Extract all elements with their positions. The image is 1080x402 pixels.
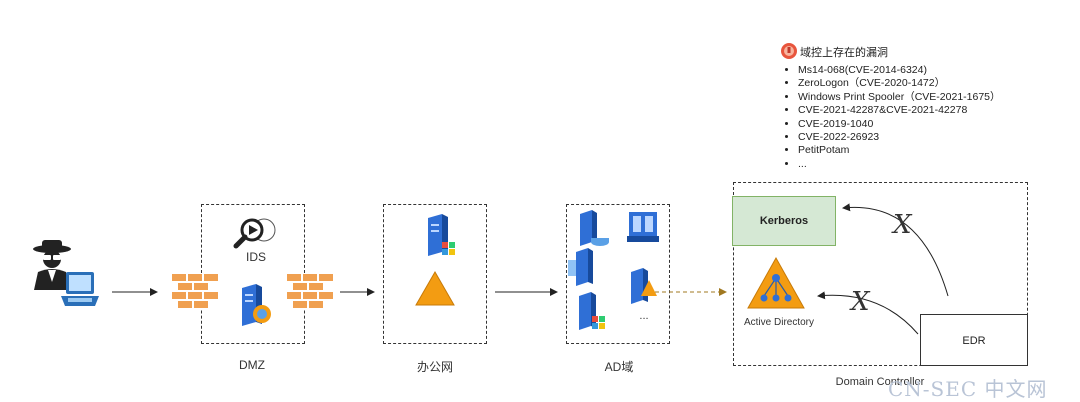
- firewall-icon-left: [172, 274, 218, 310]
- vulnerability-item: CVE-2022-26923: [798, 131, 1001, 144]
- vulnerability-icon: [781, 43, 797, 59]
- ad-cluster-icon: [627, 212, 659, 242]
- vulnerability-item: PetitPotam: [798, 144, 1001, 157]
- office-server-icon: [428, 214, 455, 256]
- office-ad-triangle-icon: [415, 270, 455, 306]
- firewall-icon-right: [287, 274, 333, 310]
- dmz-label: DMZ: [239, 358, 265, 372]
- ad-windows-server-icon: [579, 292, 605, 330]
- arrow-edr-to-active-directory: [817, 291, 919, 335]
- active-directory-label: Active Directory: [743, 317, 814, 328]
- ad-domain-zone: [566, 204, 670, 344]
- vulnerability-item: CVE-2019-1040: [798, 118, 1001, 131]
- vulnerability-item: ...: [798, 158, 1001, 171]
- ad-server-icon-2: [568, 248, 593, 286]
- vulnerability-item: ZeroLogon（CVE-2020-1472）: [798, 77, 1001, 90]
- office-label: 办公网: [416, 360, 453, 374]
- office-zone: [383, 204, 487, 344]
- blocked-mark-kerberos: X: [893, 210, 912, 240]
- laptop-icon: [61, 272, 99, 306]
- watermark: CN-SEC 中文网: [888, 377, 1048, 401]
- edr-node: EDR: [920, 314, 1028, 366]
- ad-ellipsis-label: ...: [639, 310, 649, 322]
- vulnerability-item: Windows Print Spooler（CVE-2021-1675）: [798, 91, 1001, 104]
- dmz-server-icon: [242, 284, 271, 326]
- ad-domain-label: AD域: [604, 360, 634, 374]
- domain-controller-zone: [733, 182, 1028, 366]
- vulnerability-item: CVE-2021-42287&CVE-2021-42278: [798, 104, 1001, 117]
- vulnerability-list: Ms14-068(CVE-2014-6324) ZeroLogon（CVE-20…: [786, 64, 1001, 171]
- active-directory-icon: [747, 256, 805, 309]
- ids-label: IDS: [245, 250, 266, 264]
- domain-controller-label: Domain Controller: [835, 376, 925, 388]
- kerberos-node: Kerberos: [732, 196, 836, 246]
- arrow-edr-to-kerberos: [842, 203, 949, 297]
- vulnerability-title: 域控上存在的漏洞: [800, 47, 888, 59]
- ad-domain-controller-icon: [631, 268, 657, 304]
- attacker-icon: [33, 240, 71, 290]
- ids-magnifier-icon: [233, 218, 276, 249]
- vulnerability-item: Ms14-068(CVE-2014-6324): [798, 64, 1001, 77]
- blocked-mark-active-directory: X: [851, 287, 870, 317]
- ad-server-icon-1: [580, 210, 609, 246]
